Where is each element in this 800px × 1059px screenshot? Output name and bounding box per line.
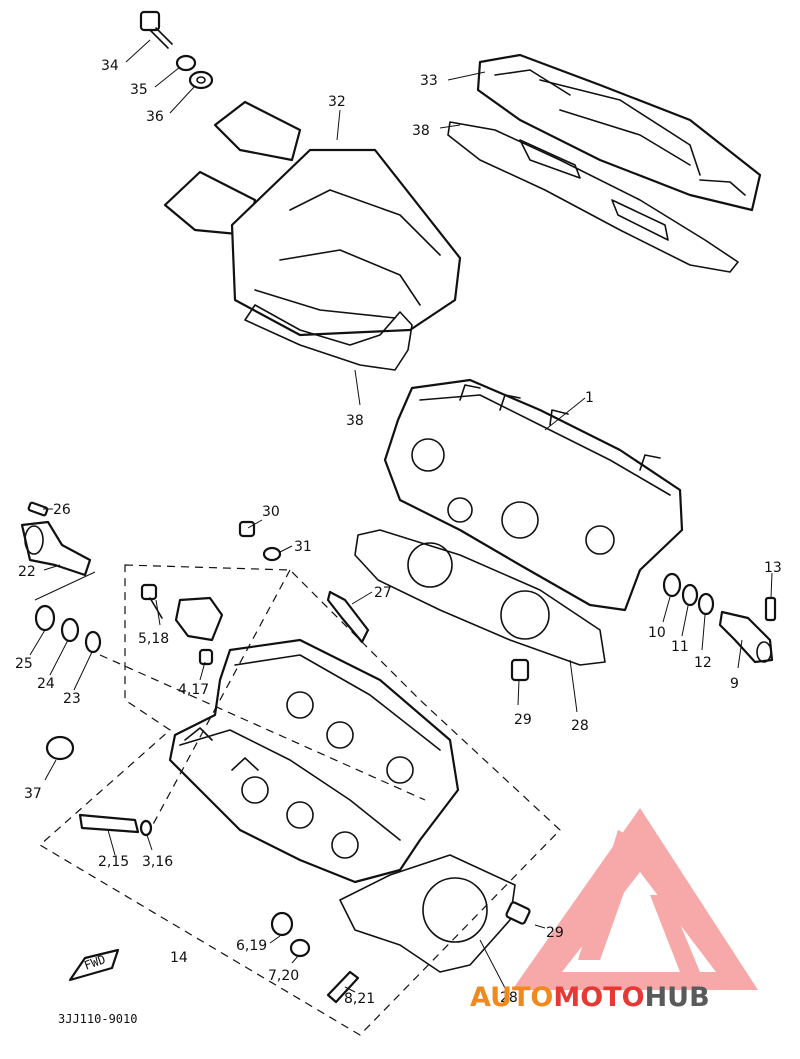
dowel-29-upper bbox=[510, 658, 530, 682]
label-10: 10 bbox=[648, 625, 666, 641]
o-ring-24 bbox=[60, 617, 80, 643]
label-7-20: 7,20 bbox=[268, 968, 299, 984]
svg-text:AUTOMOTOHUB: AUTOMOTOHUB bbox=[470, 982, 710, 1013]
label-23: 23 bbox=[63, 691, 81, 707]
label-38-top: 38 bbox=[412, 123, 430, 139]
label-35: 35 bbox=[130, 82, 148, 98]
label-37: 37 bbox=[24, 786, 42, 802]
pin-4-17 bbox=[198, 648, 214, 666]
washer-35 bbox=[175, 54, 197, 72]
label-29-upper: 29 bbox=[514, 712, 532, 728]
label-12: 12 bbox=[694, 655, 712, 671]
label-30: 30 bbox=[262, 504, 280, 520]
pin-26 bbox=[27, 501, 49, 517]
dowel-29-lower bbox=[505, 901, 531, 925]
label-6-19: 6,19 bbox=[236, 938, 267, 954]
cylinder-head-upper bbox=[383, 378, 684, 612]
watermark-moto: MOTO bbox=[553, 982, 644, 1013]
label-22: 22 bbox=[18, 564, 36, 580]
plug-30 bbox=[238, 520, 256, 538]
washer-7-20 bbox=[289, 938, 311, 958]
label-34: 34 bbox=[101, 58, 119, 74]
label-28-upper: 28 bbox=[571, 718, 589, 734]
fwd-arrow-icon: FWD bbox=[68, 948, 120, 982]
label-26: 26 bbox=[53, 502, 71, 518]
gasket-left-cover bbox=[244, 304, 413, 371]
label-1: 1 bbox=[585, 390, 594, 406]
o-ring-12 bbox=[697, 592, 715, 616]
bolt-34 bbox=[139, 10, 173, 49]
gasket-right-cover bbox=[447, 121, 739, 273]
spark-plug-27 bbox=[326, 590, 370, 644]
o-ring-10 bbox=[662, 572, 682, 598]
watermark-hub: HUB bbox=[645, 982, 710, 1013]
label-24: 24 bbox=[37, 676, 55, 692]
watermark-text: AUTOMOTOHUB bbox=[470, 982, 710, 1013]
bolt-5-18 bbox=[140, 583, 163, 619]
valve-cover-left bbox=[163, 100, 462, 337]
label-31: 31 bbox=[294, 539, 312, 555]
intake-fitting-22 bbox=[20, 520, 92, 577]
label-27: 27 bbox=[374, 585, 392, 601]
label-2-15: 2,15 bbox=[98, 854, 129, 870]
fitting-9 bbox=[718, 610, 774, 664]
label-29-lower: 29 bbox=[546, 925, 564, 941]
label-28-lower: 28 bbox=[500, 990, 518, 1006]
pin-13 bbox=[764, 596, 777, 622]
valve-cover-right bbox=[476, 53, 762, 212]
label-11: 11 bbox=[671, 639, 689, 655]
label-13: 13 bbox=[764, 560, 782, 576]
o-ring-11 bbox=[681, 583, 699, 607]
cylinder-head-lower bbox=[168, 638, 460, 884]
pipe-2-15 bbox=[78, 813, 140, 834]
ring-3-16 bbox=[139, 819, 153, 837]
label-38-mid: 38 bbox=[346, 413, 364, 429]
label-32: 32 bbox=[328, 94, 346, 110]
bracket-5-18 bbox=[174, 596, 224, 642]
o-ring-25 bbox=[34, 604, 56, 632]
label-3-16: 3,16 bbox=[142, 854, 173, 870]
washer-36 bbox=[188, 70, 214, 90]
stud-8-21 bbox=[326, 970, 360, 1004]
watermark-logo-triangle bbox=[512, 808, 758, 990]
diagram-code: 3JJ110-9010 bbox=[58, 1012, 137, 1026]
label-36: 36 bbox=[146, 109, 164, 125]
part-labels: 34 35 36 33 38 32 38 1 26 22 25 24 23 30… bbox=[15, 58, 782, 1026]
label-9: 9 bbox=[730, 676, 739, 692]
label-4-17: 4,17 bbox=[178, 682, 209, 698]
label-25: 25 bbox=[15, 656, 33, 672]
head-gasket-lower bbox=[339, 854, 516, 973]
label-5-18: 5,18 bbox=[138, 631, 169, 647]
label-8-21: 8,21 bbox=[344, 991, 375, 1007]
leader-lines bbox=[29, 39, 773, 993]
cap-37 bbox=[45, 735, 75, 761]
dashed-group-outline bbox=[38, 564, 561, 1036]
fwd-label: FWD bbox=[82, 952, 107, 973]
head-gasket-upper bbox=[354, 529, 606, 666]
watermark-auto: AUTO bbox=[470, 982, 553, 1013]
label-33: 33 bbox=[420, 73, 438, 89]
plug-6-19 bbox=[270, 911, 294, 937]
o-ring-23 bbox=[84, 630, 102, 654]
washer-31 bbox=[262, 546, 282, 562]
label-14: 14 bbox=[170, 950, 188, 966]
